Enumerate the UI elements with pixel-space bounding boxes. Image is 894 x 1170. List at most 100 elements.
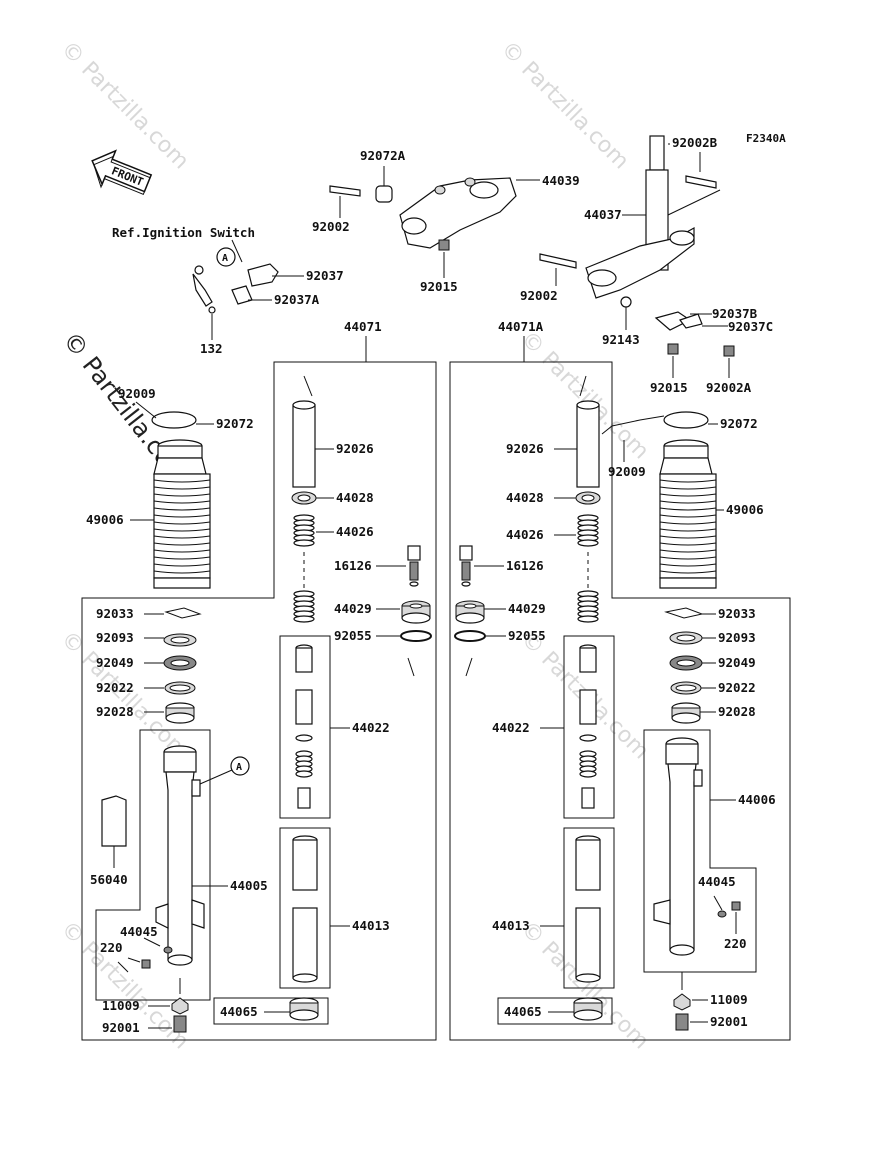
label-92037C: 92037C	[728, 319, 773, 334]
bush-92028-right	[671, 702, 701, 724]
label-92037B: 92037B	[712, 306, 758, 321]
label-R92093: 92093	[718, 630, 756, 645]
front-arrow: FRONT	[91, 149, 153, 196]
boot-rib	[659, 549, 717, 553]
boot-rib	[659, 570, 717, 574]
cap-44029-right	[455, 600, 485, 624]
spring-coil	[293, 539, 315, 547]
label-L44045: 44045	[120, 924, 158, 939]
clamp-92072-right	[663, 411, 709, 429]
spring-coil	[579, 770, 597, 778]
label-92037: 92037	[306, 268, 344, 283]
bush-44065-right	[573, 997, 603, 1021]
label-L92055: 92055	[334, 628, 372, 643]
cylinder-44022-left	[295, 644, 313, 809]
boot-rib	[153, 549, 211, 553]
watermark: © Partzilla.com	[56, 627, 194, 765]
label-R44013: 44013	[492, 918, 530, 933]
bolt-92001-right	[675, 1013, 689, 1031]
oring-92055-right	[454, 630, 486, 642]
assembly-label-right: 44071A	[498, 319, 544, 334]
boot-rib	[659, 556, 717, 560]
box-44006	[643, 729, 757, 973]
label-R16126: 16126	[506, 558, 544, 573]
washer-44045-right	[717, 910, 727, 918]
label-R92009: 92009	[608, 464, 646, 479]
label-L92033: 92033	[96, 606, 134, 621]
cylinder-44013-left	[292, 835, 318, 983]
label-132: 132	[200, 341, 223, 356]
label-92015-top: 92015	[420, 279, 458, 294]
label-R220: 220	[724, 936, 747, 951]
steering-stem	[539, 135, 735, 357]
oring-92055-left	[400, 630, 432, 642]
screw-220-right	[731, 901, 741, 911]
outer-tube-44006	[653, 737, 703, 956]
label-L49006: 49006	[86, 512, 124, 527]
label-L16126: 16126	[334, 558, 372, 573]
washer-44045-left	[163, 946, 173, 954]
label-R92072: 92072	[720, 416, 758, 431]
boot-rib	[153, 500, 211, 504]
label-R44045: 44045	[698, 874, 736, 889]
boot-rib	[659, 563, 717, 567]
label-R92028: 92028	[718, 704, 756, 719]
boot-rib	[659, 507, 717, 511]
label-L92049: 92049	[96, 655, 134, 670]
boot-rib	[659, 479, 717, 483]
gasket-11009-left	[171, 997, 189, 1015]
ref-ignition-note: Ref.Ignition Switch	[112, 225, 255, 240]
box-44065-left	[213, 997, 329, 1025]
fork-boot-left	[153, 439, 211, 589]
left-fork-outline	[81, 361, 437, 1041]
boot-rib	[153, 479, 211, 483]
label-92037A: 92037A	[274, 292, 320, 307]
label-R44065: 44065	[504, 1004, 542, 1019]
label-L92001: 92001	[102, 1020, 140, 1035]
right-fork-outline	[449, 361, 791, 1041]
label-92002A: 92002A	[706, 380, 752, 395]
valve-16126-right	[459, 545, 473, 587]
box-44022-left	[279, 635, 331, 819]
label-R44022: 44022	[492, 720, 530, 735]
clip-92033-left	[164, 607, 202, 619]
label-92002-r: 92002	[520, 288, 558, 303]
label-R44026: 44026	[506, 527, 544, 542]
label-92015-r: 92015	[650, 380, 688, 395]
spring-44026-right	[577, 514, 599, 623]
label-L56040: 56040	[90, 872, 128, 887]
bolt-92001-left	[173, 1015, 187, 1033]
cylinder-44022-right	[579, 644, 597, 809]
upper-bracket-part: A	[192, 247, 279, 314]
label-44037: 44037	[584, 207, 622, 222]
boot-rib	[659, 514, 717, 518]
boot-rib	[153, 493, 211, 497]
pipe-92026-left	[292, 404, 316, 488]
spring-coil	[577, 615, 599, 623]
box-44005	[95, 729, 211, 1001]
box-44022-right	[563, 635, 615, 819]
label-R44028: 44028	[506, 490, 544, 505]
boot-rib	[659, 535, 717, 539]
boot-rib	[659, 521, 717, 525]
label-R49006: 49006	[726, 502, 764, 517]
boot-rib	[153, 563, 211, 567]
clip-92033-right	[664, 607, 704, 619]
label-92143: 92143	[602, 332, 640, 347]
boot-rib	[659, 528, 717, 532]
label-R92026: 92026	[506, 441, 544, 456]
spring-coil	[293, 615, 315, 623]
boot-rib	[659, 500, 717, 504]
bush-92028-left	[165, 702, 195, 724]
assembly-label-left: 44071	[344, 319, 382, 334]
label-L92009: 92009	[118, 386, 156, 401]
label-44039: 44039	[542, 173, 580, 188]
gasket-11009-right	[673, 993, 691, 1011]
label-R92049: 92049	[718, 655, 756, 670]
pipe-92026-right	[576, 404, 600, 488]
label-L44026: 44026	[336, 524, 374, 539]
label-R92001: 92001	[710, 1014, 748, 1029]
boot-rib	[153, 535, 211, 539]
